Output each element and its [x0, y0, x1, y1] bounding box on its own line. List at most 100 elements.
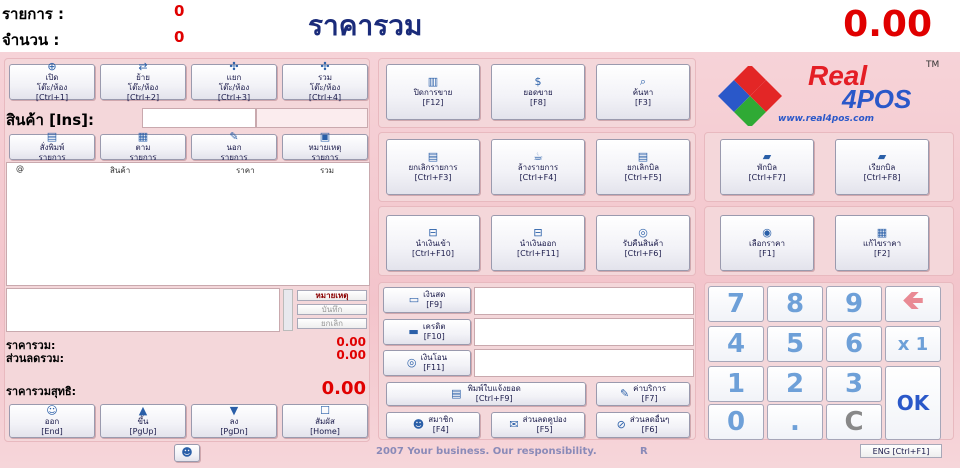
select-price-button[interactable]: ◉เลือกราคา[F1]	[720, 215, 814, 271]
item-table[interactable]	[6, 162, 370, 286]
note-scrollbar[interactable]	[283, 289, 293, 331]
key-4[interactable]: 4	[708, 326, 764, 362]
items-count: 0	[174, 2, 185, 20]
key-5[interactable]: 5	[767, 326, 823, 362]
note-textarea[interactable]	[6, 288, 280, 332]
split-table-button[interactable]: ✣แยกโต๊ะ/ห้อง[Ctrl+3]	[191, 60, 277, 102]
footer-slogan: 2007 Your business. Our responsibility.	[376, 446, 597, 457]
pen-icon: ✎	[619, 387, 630, 400]
merge-table-button[interactable]: ✣รวมโต๊ะ/ห้อง[Ctrl+4]	[282, 60, 368, 102]
user-button[interactable]: ☻	[174, 444, 200, 462]
clear-items-button[interactable]: ☕ล้างรายการ[Ctrl+F4]	[491, 139, 585, 195]
return-goods-button[interactable]: ◎รับคืนสินค้า[Ctrl+F6]	[596, 215, 690, 271]
outside-list-button[interactable]: ✎นอกรายการ	[191, 131, 277, 162]
cash-icon: ▭	[408, 293, 420, 306]
move-table-button[interactable]: ⇄ย้ายโต๊ะ/ห้อง[Ctrl+2]	[100, 60, 186, 102]
cancel-button[interactable]: ยกเลิก	[297, 318, 367, 329]
touch-button[interactable]: ☐สัมผัส[Home]	[282, 404, 368, 438]
key-2[interactable]: 2	[767, 366, 823, 402]
follow-list-button[interactable]: ▦ตามรายการ	[100, 130, 186, 162]
bill-icon: ▤	[637, 150, 649, 163]
qty-label: จำนวน :	[2, 31, 60, 49]
cup-icon: ☕	[533, 150, 543, 163]
open-table-button[interactable]: ⊕เปิดโต๊ะ/ห้อง[Ctrl+1]	[9, 61, 95, 102]
key-6[interactable]: 6	[826, 326, 882, 362]
key-7[interactable]: 7	[708, 286, 764, 322]
memo-icon: ▣	[319, 130, 331, 143]
clear-key[interactable]: C	[826, 404, 882, 440]
qty-count: 0	[174, 28, 185, 46]
multiply-key[interactable]: x 1	[885, 326, 941, 362]
other-discount-button[interactable]: ⊘ส่วนลดอื่นๆ[F6]	[596, 412, 690, 438]
key-1[interactable]: 1	[708, 366, 764, 402]
logo-text-2: 4POS	[842, 84, 912, 114]
cash-in-button[interactable]: ⊟นำเงินเข้า[Ctrl+F10]	[386, 215, 480, 271]
service-charge-button[interactable]: ✎ค่าบริการ[F7]	[596, 382, 690, 406]
transfer-button[interactable]: ◎เงินโอน[F11]	[383, 350, 471, 376]
transfer-amount-field[interactable]	[474, 349, 694, 377]
touch-icon: ☐	[320, 404, 330, 417]
footer-r: R	[640, 446, 648, 457]
credit-card-icon: ▬	[408, 325, 419, 338]
calculator-icon: ▦	[876, 226, 888, 239]
logo-squares-icon	[718, 66, 782, 126]
note-list-button[interactable]: ▣หมายเหตุรายการ	[282, 130, 368, 162]
key-9[interactable]: 9	[826, 286, 882, 322]
smiley-icon: ☺	[46, 404, 58, 417]
move-table-icon: ⇄	[138, 60, 148, 73]
exit-button[interactable]: ☺ออก[End]	[9, 404, 95, 438]
close-sale-button[interactable]: ▥ปิดการขาย[F12]	[386, 64, 480, 120]
sales-total-button[interactable]: $ยอดขาย[F8]	[491, 64, 585, 120]
hold-bill-button[interactable]: ▰พักบิล[Ctrl+F7]	[720, 139, 814, 195]
cash-amount-field[interactable]	[474, 287, 694, 315]
coupon-discount-button[interactable]: ✉ส่วนลดคูปอง[F5]	[491, 412, 585, 438]
search-button[interactable]: ⌕ค้นหา[F3]	[596, 64, 690, 120]
backspace-key[interactable]: 🡸	[885, 286, 941, 322]
total-label: ราคารวม:	[6, 339, 56, 352]
list-icon: ▦	[137, 130, 149, 143]
product-input[interactable]	[142, 108, 256, 128]
folder-icon: ▰	[762, 150, 772, 163]
save-button[interactable]: บันทึก	[297, 304, 367, 315]
note-button[interactable]: หมายเหตุ	[297, 290, 367, 301]
ok-key[interactable]: OK	[885, 366, 941, 440]
coupon-icon: ✉	[509, 418, 519, 431]
logo-tm: TM	[926, 60, 940, 70]
print-statement-button[interactable]: ▤พิมพ์ใบแจ้งยอด[Ctrl+F9]	[386, 382, 586, 406]
document-icon: ▤	[427, 150, 439, 163]
logo: Real 4POS TM www.real4pos.com	[712, 60, 954, 128]
merge-table-icon: ✣	[320, 60, 330, 73]
net-label: ราคารวมสุทธิ:	[6, 385, 77, 398]
arrow-up-icon: ▲	[138, 404, 148, 417]
price-tag-icon: ◉	[762, 226, 772, 239]
credit-button[interactable]: ▬เครดิต[F10]	[383, 319, 471, 345]
folder-open-icon: ▰	[877, 150, 887, 163]
key-dot[interactable]: .	[767, 404, 823, 440]
page-down-button[interactable]: ▼ลง[PgDn]	[191, 404, 277, 438]
product-input-extra[interactable]	[256, 108, 368, 128]
cancel-item-button[interactable]: ▤ยกเลิกรายการ[Ctrl+F3]	[386, 139, 480, 195]
cash-out-button[interactable]: ⊟นำเงินออก[Ctrl+F11]	[491, 215, 585, 271]
arrow-down-icon: ▼	[229, 404, 239, 417]
cash-button[interactable]: ▭เงินสด[F9]	[383, 287, 471, 313]
page-up-button[interactable]: ▲ขึ้น[PgUp]	[100, 404, 186, 438]
language-button[interactable]: ENG [Ctrl+F1]	[860, 444, 942, 458]
page-title: ราคารวม	[308, 9, 423, 42]
printer-icon: ▤	[451, 387, 462, 400]
recall-bill-button[interactable]: ▰เรียกบิล[Ctrl+F8]	[835, 139, 929, 195]
credit-amount-field[interactable]	[474, 318, 694, 346]
split-table-icon: ✣	[229, 60, 239, 73]
cash-register-icon: ⊟	[428, 226, 438, 239]
edit-price-button[interactable]: ▦แก้ไขราคา[F2]	[835, 215, 929, 271]
key-8[interactable]: 8	[767, 286, 823, 322]
grand-total: 0.00	[843, 4, 932, 45]
key-0[interactable]: 0	[708, 404, 764, 440]
member-icon: ☻	[412, 418, 425, 431]
key-3[interactable]: 3	[826, 366, 882, 402]
cancel-bill-button[interactable]: ▤ยกเลิกบิล[Ctrl+F5]	[596, 139, 690, 195]
return-icon: ◎	[638, 226, 648, 239]
member-button[interactable]: ☻สมาชิก[F4]	[386, 412, 480, 438]
logo-text-1: Real	[808, 60, 868, 91]
print-list-button[interactable]: ▤สั่งพิมพ์รายการ	[9, 131, 95, 162]
discount-label: ส่วนลดรวม:	[6, 352, 65, 365]
